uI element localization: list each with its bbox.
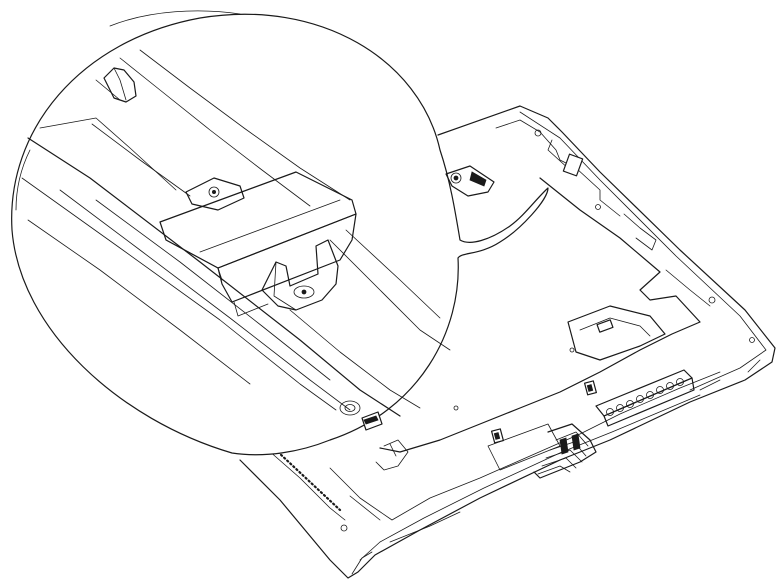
rail-left (267, 449, 346, 521)
rear-plate (495, 119, 621, 217)
front-bracket (375, 439, 409, 471)
bracket-clip (596, 319, 614, 333)
detail-bracket-block (159, 171, 357, 317)
detail-rail-inner (21, 177, 337, 411)
rear-tab (562, 153, 584, 177)
detail-edge-clip (445, 165, 495, 197)
detail-magnifier (11, 10, 549, 456)
terminal-block (595, 369, 695, 427)
screw-hole (708, 296, 716, 304)
center-bracket (567, 305, 666, 361)
detail-bracket-tab (261, 239, 339, 311)
tray-outline (239, 105, 776, 579)
detail-screw (339, 400, 383, 431)
magnifier-outline (11, 13, 549, 456)
floor-plate (379, 177, 701, 453)
chassis-tray (239, 105, 776, 579)
screw-hole (534, 129, 542, 137)
screw-hole (749, 337, 755, 343)
tray-rim-front (359, 394, 701, 561)
detail-knob (103, 67, 137, 103)
vent-holes-left (276, 450, 342, 512)
detail-rail-outer (27, 137, 401, 417)
screw-hole (453, 405, 459, 411)
screw-hole (595, 204, 601, 210)
tray-rim-right (519, 111, 767, 391)
screw-hole (340, 524, 348, 532)
connector-recess (487, 423, 561, 471)
detail-mount-pad (185, 177, 245, 211)
screw-hole (569, 347, 575, 353)
ribbon-cable (533, 423, 597, 479)
